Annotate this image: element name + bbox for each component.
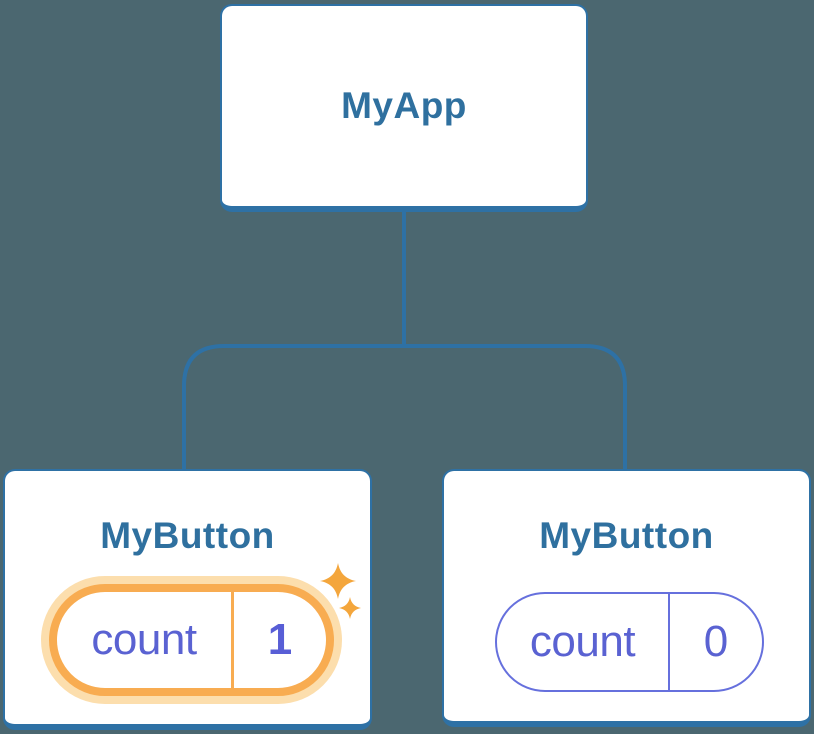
sparkle-icon [320,563,356,599]
sparkle-icon [339,597,361,619]
button-node-card: MyButton count 0 [442,469,811,727]
app-node-label: MyApp [341,85,467,126]
button-node-label: MyButton [100,515,275,556]
state-value: 0 [703,617,729,666]
button-node-card-highlighted: MyButton count 1 [3,469,372,730]
state-key-label: count [497,594,670,690]
app-node-card: MyApp [220,4,588,212]
state-pill: count 1 [49,584,334,696]
state-key-label: count [57,592,234,688]
state-value: 1 [267,615,293,664]
button-node-label: MyButton [539,515,714,556]
state-pill: count 0 [495,592,764,692]
connector-branches [182,344,627,470]
